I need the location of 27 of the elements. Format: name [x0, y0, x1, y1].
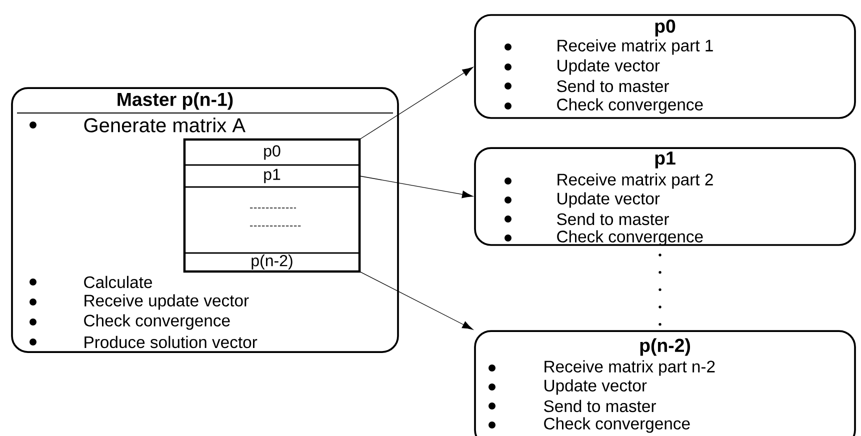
arrow [359, 67, 474, 140]
node-label: p0 [264, 145, 280, 160]
list-item: Send to master [504, 212, 669, 226]
table-row: p1 [184, 164, 360, 188]
box-heading: p1 [655, 152, 676, 168]
box-heading: Master p(n-1) [118, 92, 233, 110]
list-item: Check convergence [504, 230, 703, 246]
list-item: Update vector [488, 379, 647, 395]
list-item: Receive update vector [30, 294, 249, 310]
list-item: Update vector [504, 59, 660, 75]
table-row: p(n-2) [184, 252, 360, 272]
list-item: Check convergence [30, 314, 230, 330]
list-item: Produce solution vector [30, 336, 258, 348]
list-item: Receive matrix part 2 [504, 173, 713, 189]
list-item: Update vector [504, 192, 660, 208]
arrow [359, 271, 474, 330]
box-heading: p(n-2) [640, 338, 690, 356]
list-item: Generate matrix A [30, 118, 246, 132]
list-item: Receive matrix part n-2 [488, 360, 715, 376]
list-item: Send to master [488, 400, 656, 412]
list-item: Check convergence [504, 98, 703, 114]
list-item: Receive matrix part 1 [504, 39, 713, 55]
list-item: Calculate [30, 276, 152, 288]
list-item: Send to master [504, 80, 669, 92]
box-heading: p0 [655, 20, 676, 36]
list-item: Check convergence [488, 417, 690, 433]
arrow [359, 176, 473, 198]
